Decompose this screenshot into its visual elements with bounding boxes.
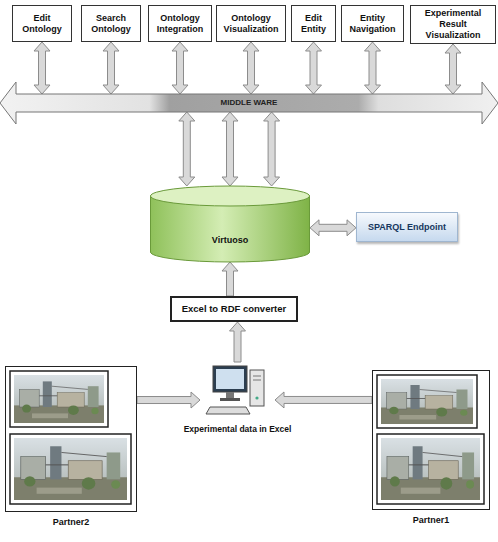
block-arrow (243, 42, 259, 94)
partner1-photos (377, 375, 484, 504)
partner-label: Partner2 (53, 517, 90, 528)
node-label: Ontology Visualization (219, 13, 283, 35)
node-label: Experimental Result Visualization (413, 8, 493, 40)
node-label: Search Ontology (84, 13, 138, 35)
cylinder-top (151, 186, 310, 206)
block-arrow (445, 44, 461, 94)
endpoint-box: SPARQL Endpoint (356, 212, 458, 242)
partner-site: Partner2 (5, 366, 137, 512)
function-box: Edit Ontology (12, 5, 72, 42)
node-label: Virtuoso (150, 235, 310, 246)
block-arrow (179, 112, 195, 186)
block-arrow (34, 42, 50, 94)
block-arrow (103, 42, 119, 94)
node-label: MIDDLE WARE (0, 98, 498, 108)
block-arrow (137, 392, 200, 408)
function-box: Entity Navigation (341, 5, 404, 42)
node-label: Edit Entity (294, 13, 333, 35)
cylinder-shape (150, 186, 310, 262)
node-label: Edit Ontology (15, 13, 69, 35)
converter-box: Excel to RDF converter (170, 296, 298, 322)
function-box: Experimental Result Visualization (410, 5, 496, 44)
band-shape (0, 82, 498, 124)
partner2-photos (10, 371, 131, 504)
function-box: Search Ontology (81, 5, 141, 42)
node-label: SPARQL Endpoint (359, 222, 455, 233)
block-arrow (264, 112, 280, 186)
block-arrow (230, 322, 246, 362)
block-arrow (306, 42, 322, 94)
partner-site: Partner1 (372, 370, 490, 510)
computer-node: Experimental data in Excel (200, 362, 275, 420)
node-label: Entity Navigation (344, 13, 401, 35)
function-box: Edit Entity (291, 5, 336, 42)
function-box: Ontology Visualization (216, 5, 286, 42)
computer-icon (206, 366, 264, 414)
block-arrow (222, 262, 238, 296)
partner-label: Partner1 (413, 515, 450, 526)
block-arrow (365, 42, 381, 94)
block-arrow (222, 112, 238, 186)
database-cylinder: Virtuoso (150, 186, 310, 262)
node-caption: Experimental data in Excel (184, 424, 292, 434)
node-label: Ontology Integration (151, 13, 209, 35)
block-arrow (172, 42, 188, 94)
function-box: Ontology Integration (148, 5, 212, 42)
block-arrow (275, 392, 372, 408)
block-arrow (310, 220, 356, 236)
node-label: Excel to RDF converter (176, 303, 292, 314)
middleware-band: MIDDLE WARE (0, 94, 498, 112)
